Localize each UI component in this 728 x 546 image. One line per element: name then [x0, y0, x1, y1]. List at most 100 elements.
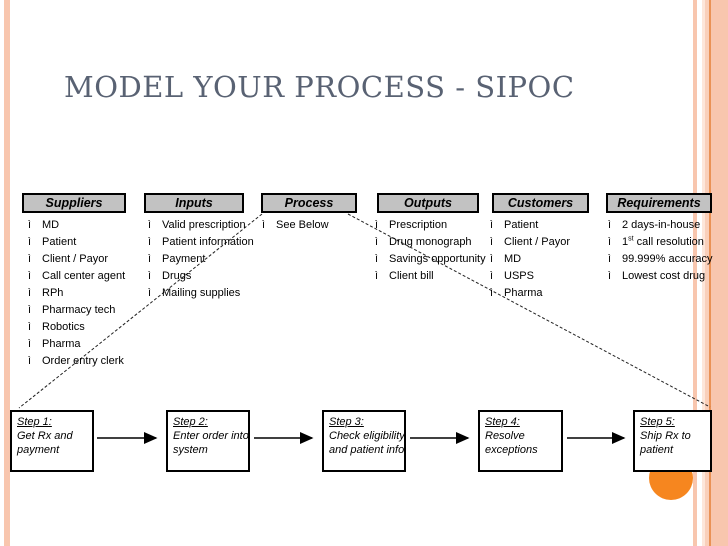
- bullet-icon: ì: [375, 270, 379, 282]
- bullet-icon: ì: [28, 355, 32, 367]
- list-item: ì Prescription: [375, 217, 493, 234]
- bullet-icon: ì: [375, 253, 379, 265]
- bullet-icon: ì: [28, 287, 32, 299]
- list-item-text: MD: [42, 219, 60, 231]
- list-item: ì Savings opportunity: [375, 251, 493, 268]
- list-item-text: USPS: [504, 270, 534, 282]
- step-text: and patient info: [329, 444, 405, 456]
- bullet-icon: ì: [490, 219, 494, 231]
- list-item: ì 2 days-in-house: [608, 217, 726, 234]
- list-item-text: Client / Payor: [42, 253, 109, 265]
- step-box-1: Step 1: Get Rx and payment: [10, 410, 94, 472]
- bullet-icon: ì: [28, 304, 32, 316]
- step-box-3: Step 3: Check eligibility and patient in…: [322, 410, 406, 472]
- list-item: ì Patient: [490, 217, 598, 234]
- process-list: ì See Below: [262, 217, 362, 234]
- bullet-icon: ì: [148, 219, 152, 231]
- list-item-text: Savings opportunity: [389, 253, 486, 265]
- list-item-text: Patient: [504, 219, 539, 231]
- list-item: ì Call center agent: [28, 268, 143, 285]
- list-item: ì Patient information: [148, 234, 260, 251]
- step-text: patient: [640, 444, 674, 456]
- bullet-icon: ì: [608, 236, 612, 248]
- list-item-text: 1st call resolution: [622, 235, 704, 248]
- column-header-customers: Customers: [492, 193, 589, 213]
- list-item: ì Mailing supplies: [148, 285, 260, 302]
- list-item: ì Lowest cost drug: [608, 268, 726, 285]
- list-item-text: Valid prescription: [162, 219, 246, 231]
- page-title: MODEL YOUR PROCESS - SIPOC: [64, 70, 575, 104]
- list-item: ì RPh: [28, 285, 143, 302]
- list-item-text: Patient information: [162, 236, 254, 248]
- list-item-text: Pharmacy tech: [42, 304, 116, 316]
- list-item: ì Pharmacy tech: [28, 302, 143, 319]
- list-item-text: Drug monograph: [389, 236, 472, 248]
- list-item-text: Payment: [162, 253, 206, 265]
- list-item-text: 2 days-in-house: [622, 219, 701, 231]
- column-header-requirements: Requirements: [606, 193, 712, 213]
- bullet-icon: ì: [28, 270, 32, 282]
- step-box-5: Step 5: Ship Rx to patient: [633, 410, 712, 472]
- column-header-process: Process: [261, 193, 357, 213]
- bullet-icon: ì: [28, 321, 32, 333]
- bullet-icon: ì: [148, 287, 152, 299]
- list-item-text: Pharma: [504, 287, 543, 299]
- bullet-icon: ì: [375, 236, 379, 248]
- list-item-text: Order entry clerk: [42, 355, 124, 367]
- bullet-icon: ì: [148, 270, 152, 282]
- bullet-icon: ì: [490, 253, 494, 265]
- left-accent-stripe: [4, 0, 10, 546]
- list-item: ì Drug monograph: [375, 234, 493, 251]
- step-box-4: Step 4: Resolve exceptions: [478, 410, 563, 472]
- list-item: ì Payment: [148, 251, 260, 268]
- step-label: Step 3:: [329, 416, 364, 428]
- step-text: exceptions: [485, 444, 538, 456]
- list-item: ì USPS: [490, 268, 598, 285]
- bullet-icon: ì: [608, 219, 612, 231]
- bullet-icon: ì: [262, 219, 266, 231]
- step-box-2: Step 2: Enter order into system: [166, 410, 250, 472]
- step-text: payment: [17, 444, 60, 456]
- list-item: ì Robotics: [28, 319, 143, 336]
- bullet-icon: ì: [490, 236, 494, 248]
- step-text: Enter order into: [173, 430, 249, 442]
- bullet-icon: ì: [148, 236, 152, 248]
- bullet-icon: ì: [148, 253, 152, 265]
- list-item: ì See Below: [262, 217, 362, 234]
- bullet-icon: ì: [490, 270, 494, 282]
- step-text: Get Rx and: [17, 430, 73, 442]
- step-text: Resolve: [485, 430, 525, 442]
- list-item: ì Order entry clerk: [28, 353, 143, 370]
- list-item-text: RPh: [42, 287, 64, 299]
- bullet-icon: ì: [28, 338, 32, 350]
- bullet-icon: ì: [28, 236, 32, 248]
- list-item-text: See Below: [276, 219, 329, 231]
- list-item: ì Pharma: [28, 336, 143, 353]
- column-header-inputs: Inputs: [144, 193, 244, 213]
- list-item-text: Mailing supplies: [162, 287, 241, 299]
- step-text: Ship Rx to: [640, 430, 691, 442]
- bullet-icon: ì: [608, 253, 612, 265]
- list-item-text: Prescription: [389, 219, 448, 231]
- list-item: ì Patient: [28, 234, 143, 251]
- step-text: system: [173, 444, 208, 456]
- list-item-text: Lowest cost drug: [622, 270, 706, 282]
- column-header-suppliers: Suppliers: [22, 193, 126, 213]
- list-item-text: Pharma: [42, 338, 81, 350]
- bullet-icon: ì: [608, 270, 612, 282]
- step-text: Check eligibility: [329, 430, 405, 442]
- step-label: Step 4:: [485, 416, 520, 428]
- step-label: Step 2:: [173, 416, 208, 428]
- list-item-text: Call center agent: [42, 270, 126, 282]
- list-item-text: Patient: [42, 236, 77, 248]
- list-item-text: Robotics: [42, 321, 85, 333]
